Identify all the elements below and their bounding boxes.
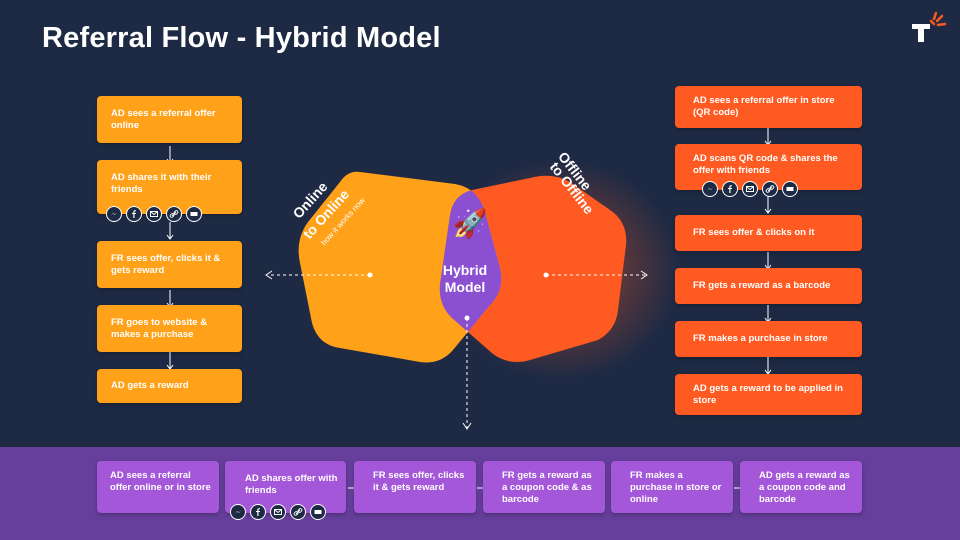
- right-share-icons: [702, 181, 798, 197]
- messenger-icon: [230, 504, 246, 520]
- facebook-icon: [126, 206, 142, 222]
- left-step-2: AD shares it with their friends: [97, 160, 242, 214]
- right-step-5: FR makes a purchase in store: [675, 321, 862, 357]
- arrow-down-icon: [166, 222, 174, 240]
- right-step-1: AD sees a referral offer in store (QR co…: [675, 86, 862, 128]
- left-step-5: AD gets a reward: [97, 369, 242, 403]
- facebook-icon: [250, 504, 266, 520]
- hybrid-label-line2: Model: [444, 279, 486, 295]
- left-share-icons: [106, 206, 202, 222]
- bottom-step-6: AD gets a reward as a coupon code and ba…: [740, 461, 862, 513]
- messenger-icon: [702, 181, 718, 197]
- link-icon: [762, 181, 778, 197]
- page-title: Referral Flow - Hybrid Model: [42, 22, 441, 54]
- right-step-4: FR gets a reward as a barcode: [675, 268, 862, 304]
- sms-icon: [186, 206, 202, 222]
- email-icon: [742, 181, 758, 197]
- sms-icon: [782, 181, 798, 197]
- bottom-step-2: AD shares offer with friends: [225, 461, 346, 513]
- bottom-step-3: FR sees offer, clicks it & gets reward: [354, 461, 476, 513]
- left-step-4: FR goes to website & makes a purchase: [97, 305, 242, 352]
- link-icon: [166, 206, 182, 222]
- link-icon: [290, 504, 306, 520]
- email-icon: [146, 206, 162, 222]
- right-step-3: FR sees offer & clicks on it: [675, 215, 862, 251]
- bottom-step-4: FR gets a reward as a coupon code & as b…: [483, 461, 605, 513]
- bottom-share-icons: [230, 504, 326, 520]
- arrow-down-icon: [764, 196, 772, 214]
- email-icon: [270, 504, 286, 520]
- bottom-step-1: AD sees a referral offer online or in st…: [97, 461, 219, 513]
- brand-logo-icon: [912, 11, 947, 42]
- hybrid-label-line1: Hybrid: [442, 262, 488, 278]
- messenger-icon: [106, 206, 122, 222]
- left-step-1: AD sees a referral offer online: [97, 96, 242, 143]
- facebook-icon: [722, 181, 738, 197]
- sms-icon: [310, 504, 326, 520]
- left-step-3: FR sees offer, clicks it & gets reward: [97, 241, 242, 288]
- bottom-step-5: FR makes a purchase in store or online: [611, 461, 733, 513]
- right-step-6: AD gets a reward to be applied in store: [675, 374, 862, 415]
- rocket-icon: 🚀: [452, 208, 488, 239]
